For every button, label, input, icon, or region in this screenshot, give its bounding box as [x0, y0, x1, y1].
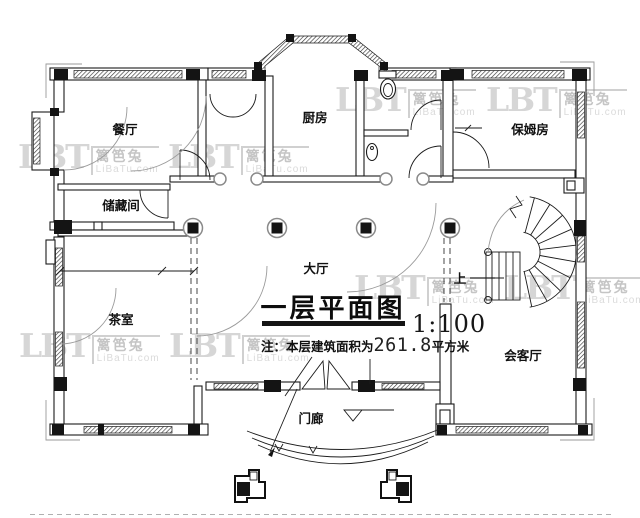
pier-detail-left: [234, 469, 266, 503]
label-porch: 门廊: [298, 411, 324, 426]
label-hall: 大厅: [303, 261, 329, 276]
label-storage-room: 储藏间: [101, 198, 140, 213]
columns: [50, 34, 588, 435]
label-dining-room: 餐厅: [111, 122, 138, 137]
label-stair-up: 上: [454, 271, 467, 286]
washbasin: [365, 142, 379, 162]
label-nanny-room: 保姆房: [510, 122, 549, 137]
title-block: 一层平面图 1:100 注：本层建筑面积为261.8平方米: [260, 293, 486, 356]
fixtures: [365, 70, 397, 162]
drawing-scale: 1:100: [412, 310, 486, 338]
area-note: 注：本层建筑面积为261.8平方米: [261, 335, 470, 356]
entrance-french-door: [284, 356, 371, 397]
label-tea-room: 茶室: [107, 312, 134, 327]
windows: [33, 70, 585, 434]
title-underline: [262, 321, 405, 326]
room-labels: 餐厅 储藏间 厨房 保姆房 大厅 茶室 会客厅 门廊 上: [101, 110, 549, 426]
hall-column: [182, 217, 461, 239]
toilet-wc: [378, 70, 397, 100]
doors: [59, 93, 490, 397]
drawing-title: 一层平面图: [260, 293, 405, 323]
label-kitchen: 厨房: [302, 110, 327, 125]
pier-detail-right: [380, 469, 412, 503]
annotations: [30, 124, 612, 515]
spiral-staircase: [470, 195, 577, 308]
label-reception-room: 会客厅: [504, 348, 542, 363]
parapet-corners: [45, 61, 595, 441]
